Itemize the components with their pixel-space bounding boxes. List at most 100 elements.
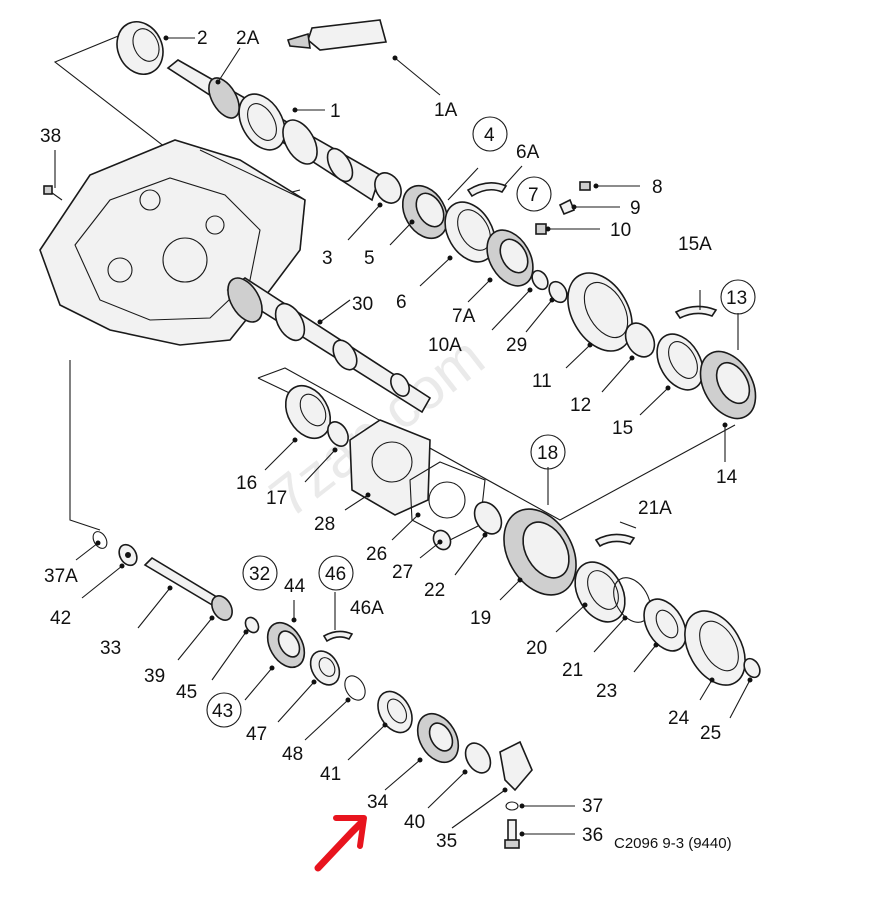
fork-35 [499,740,533,792]
label-21: 21 [562,660,583,681]
label-5: 5 [364,248,375,269]
label-10: 10 [610,220,631,241]
label-17: 17 [266,488,287,509]
washer-37 [505,801,519,811]
washer-40 [464,742,492,774]
synchro-ring-20 [574,561,626,623]
sealant-tube-1A [286,19,388,51]
small-parts-8-9-10 [535,181,591,235]
label-2: 2 [197,28,208,49]
label-45: 45 [176,682,197,703]
annotation-arrow [314,815,367,872]
washer-42 [118,543,138,567]
label-25: 25 [700,723,721,744]
bearing-2 [116,21,164,75]
label-48: 48 [282,744,303,765]
label-39: 39 [144,666,165,687]
label-37A: 37A [44,566,78,587]
label-34: 34 [367,792,389,813]
key-15A [674,305,718,320]
synchro-sleeve-24 [684,610,746,686]
bolt-38 [43,185,63,201]
label-6: 6 [396,292,407,313]
label-35: 35 [436,831,457,852]
label-41: 41 [320,764,341,785]
circlip-10A-29 [531,269,568,304]
label-19: 19 [470,608,491,629]
label-7A: 7A [452,306,476,327]
needle-bearing-22 [473,501,503,535]
circled-refs [206,116,756,728]
synchro-ring-41 [377,690,413,734]
label-1: 1 [330,101,341,122]
label-2A: 2A [236,28,260,49]
reverse-bracket [69,360,101,531]
label-22: 22 [424,580,445,601]
washer-45 [244,616,260,634]
label-9: 9 [630,198,641,219]
circlip-48 [344,675,366,701]
label-4: 4 [484,125,495,146]
gear-5 [401,184,449,240]
gear-44 [266,621,306,669]
synchro-ring-6 [444,201,496,263]
label-1A: 1A [434,100,458,121]
label-42: 42 [50,608,71,629]
leader-lines [54,35,753,837]
needle-bearing-3 [374,172,402,204]
synchro-hub-23 [643,598,687,652]
part-labels: 2 2A 1 1A 38 4 6A 7 8 9 10 15A 3 5 13 6 … [40,28,747,852]
key-46A [322,630,354,643]
gear-19 [503,508,577,596]
gear-39 [211,595,233,621]
label-30: 30 [352,294,373,315]
diagram-caption: C2096 9-3 (9440) [614,835,732,852]
synchro-ring-15 [656,333,704,391]
label-28: 28 [314,514,335,535]
label-47: 47 [246,724,267,745]
label-43: 43 [212,701,233,722]
label-38: 38 [40,126,61,147]
label-33: 33 [100,638,121,659]
label-12: 12 [570,395,591,416]
synchro-sleeve-11 [567,272,633,352]
synchro-ring-47 [309,650,341,686]
bolt-36 [504,819,520,849]
needle-bearing-12 [624,322,656,358]
label-18: 18 [537,443,558,464]
label-16: 16 [236,473,257,494]
nut-25 [743,657,761,679]
label-13: 13 [726,288,747,309]
label-26: 26 [366,544,387,565]
label-15: 15 [612,418,633,439]
synchro-hub-7A [486,229,534,287]
label-46A: 46A [350,598,384,619]
key-6A [466,182,508,198]
label-44: 44 [284,576,306,597]
label-40: 40 [404,812,425,833]
gear-14 [699,350,757,420]
label-14: 14 [716,467,738,488]
label-23: 23 [596,681,617,702]
label-32: 32 [249,564,270,585]
label-3: 3 [322,248,333,269]
label-29: 29 [506,335,527,356]
bearing-plate-28 [349,419,431,516]
bearing-16 [284,384,332,440]
label-20: 20 [526,638,547,659]
label-15A: 15A [678,234,712,255]
gear-34 [416,712,460,764]
label-6A: 6A [516,142,540,163]
label-27: 27 [392,562,413,583]
output-shaft-30 [226,277,432,414]
label-46: 46 [325,564,346,585]
label-37: 37 [582,796,603,817]
key-21A [594,533,636,548]
circlip-37A [92,531,108,549]
label-21A: 21A [638,498,672,519]
label-8: 8 [652,177,663,198]
label-36: 36 [582,825,603,846]
ring-17 [327,421,349,447]
dowel-27 [432,529,452,551]
